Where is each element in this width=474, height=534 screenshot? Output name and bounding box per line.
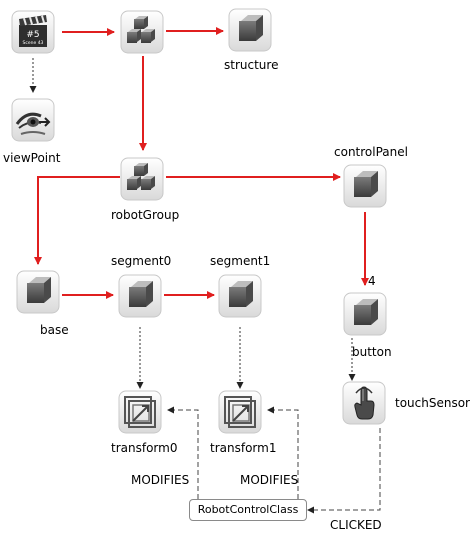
robot-control-class-node[interactable]: RobotControlClass [189, 499, 307, 521]
segment0-label: segment0 [111, 254, 172, 268]
cube-icon [218, 274, 262, 318]
svg-text:Scene 43: Scene 43 [23, 40, 44, 46]
robotgroup-node[interactable] [120, 157, 164, 201]
transform0-node[interactable] [118, 390, 162, 434]
controlpanel-node[interactable] [343, 164, 387, 208]
group-cubes-icon [120, 10, 164, 54]
robotgroup-label: robotGroup [111, 208, 180, 222]
clicked-label: CLICKED [330, 518, 382, 532]
segment0-node[interactable] [118, 274, 162, 318]
button-node[interactable] [343, 292, 387, 336]
structure-node[interactable] [228, 8, 272, 52]
group-top-node[interactable] [120, 10, 164, 54]
cube-icon [16, 270, 60, 314]
group-cubes-icon [120, 157, 164, 201]
svg-text:#5: #5 [26, 30, 39, 40]
transform-icon [118, 390, 162, 434]
viewpoint-node[interactable] [11, 98, 55, 142]
modifies-label-1: MODIFIES [240, 473, 299, 487]
cube-icon [343, 164, 387, 208]
edge-robotgroup-base [34, 176, 120, 265]
base-label: base [40, 323, 69, 337]
transform-icon [218, 390, 262, 434]
touch-sensor-hand-icon [342, 381, 386, 425]
cube-icon [343, 292, 387, 336]
segment1-node[interactable] [218, 274, 262, 318]
edge-touchsensor-script [307, 428, 381, 514]
segment1-label: segment1 [210, 254, 271, 268]
modifies-label-0: MODIFIES [131, 473, 190, 487]
edge-script-transform1 [267, 406, 299, 499]
structure-label: structure [224, 58, 279, 72]
touchsensor-label: touchSensor [395, 396, 470, 410]
edge-script-transform0 [167, 406, 199, 499]
controlpanel-label: controlPanel [334, 145, 408, 159]
transform0-label: transform0 [111, 441, 178, 455]
viewpoint-label: viewPoint [3, 151, 61, 165]
viewpoint-eye-icon [11, 98, 55, 142]
scene-node[interactable]: #5 Scene 43 [11, 10, 55, 54]
clapperboard-icon: #5 Scene 43 [11, 10, 55, 54]
transform1-label: transform1 [210, 441, 277, 455]
transform1-node[interactable] [218, 390, 262, 434]
touchsensor-node[interactable] [342, 381, 386, 425]
cube-icon [118, 274, 162, 318]
button-badge: 4 [368, 274, 376, 288]
cube-icon [228, 8, 272, 52]
base-node[interactable] [16, 270, 60, 314]
button-label: button [352, 345, 392, 359]
